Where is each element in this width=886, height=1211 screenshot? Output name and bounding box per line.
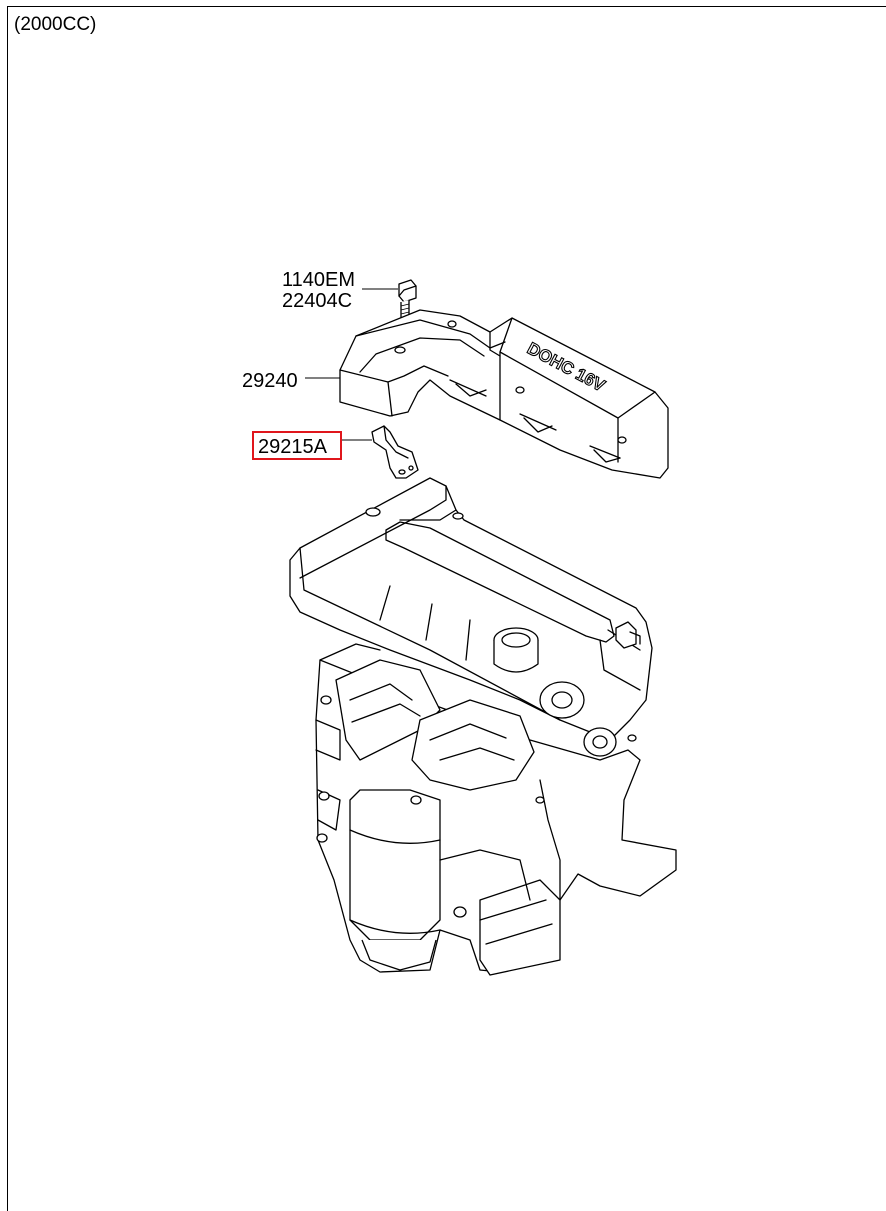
diagram-frame [7, 6, 886, 1211]
part-label-29215a[interactable]: 29215A [258, 436, 328, 458]
engine-assembly [289, 477, 677, 976]
selected-part-highlight [252, 431, 342, 460]
bolt-icon[interactable] [398, 279, 417, 321]
bracket-icon[interactable] [371, 425, 419, 479]
part-label-1140em[interactable]: 1140EM [282, 269, 355, 291]
engine-variant-label: (2000CC) [14, 14, 97, 35]
part-label-22404c[interactable]: 22404C [282, 290, 352, 312]
part-label-29240[interactable]: 29240 [242, 370, 298, 392]
